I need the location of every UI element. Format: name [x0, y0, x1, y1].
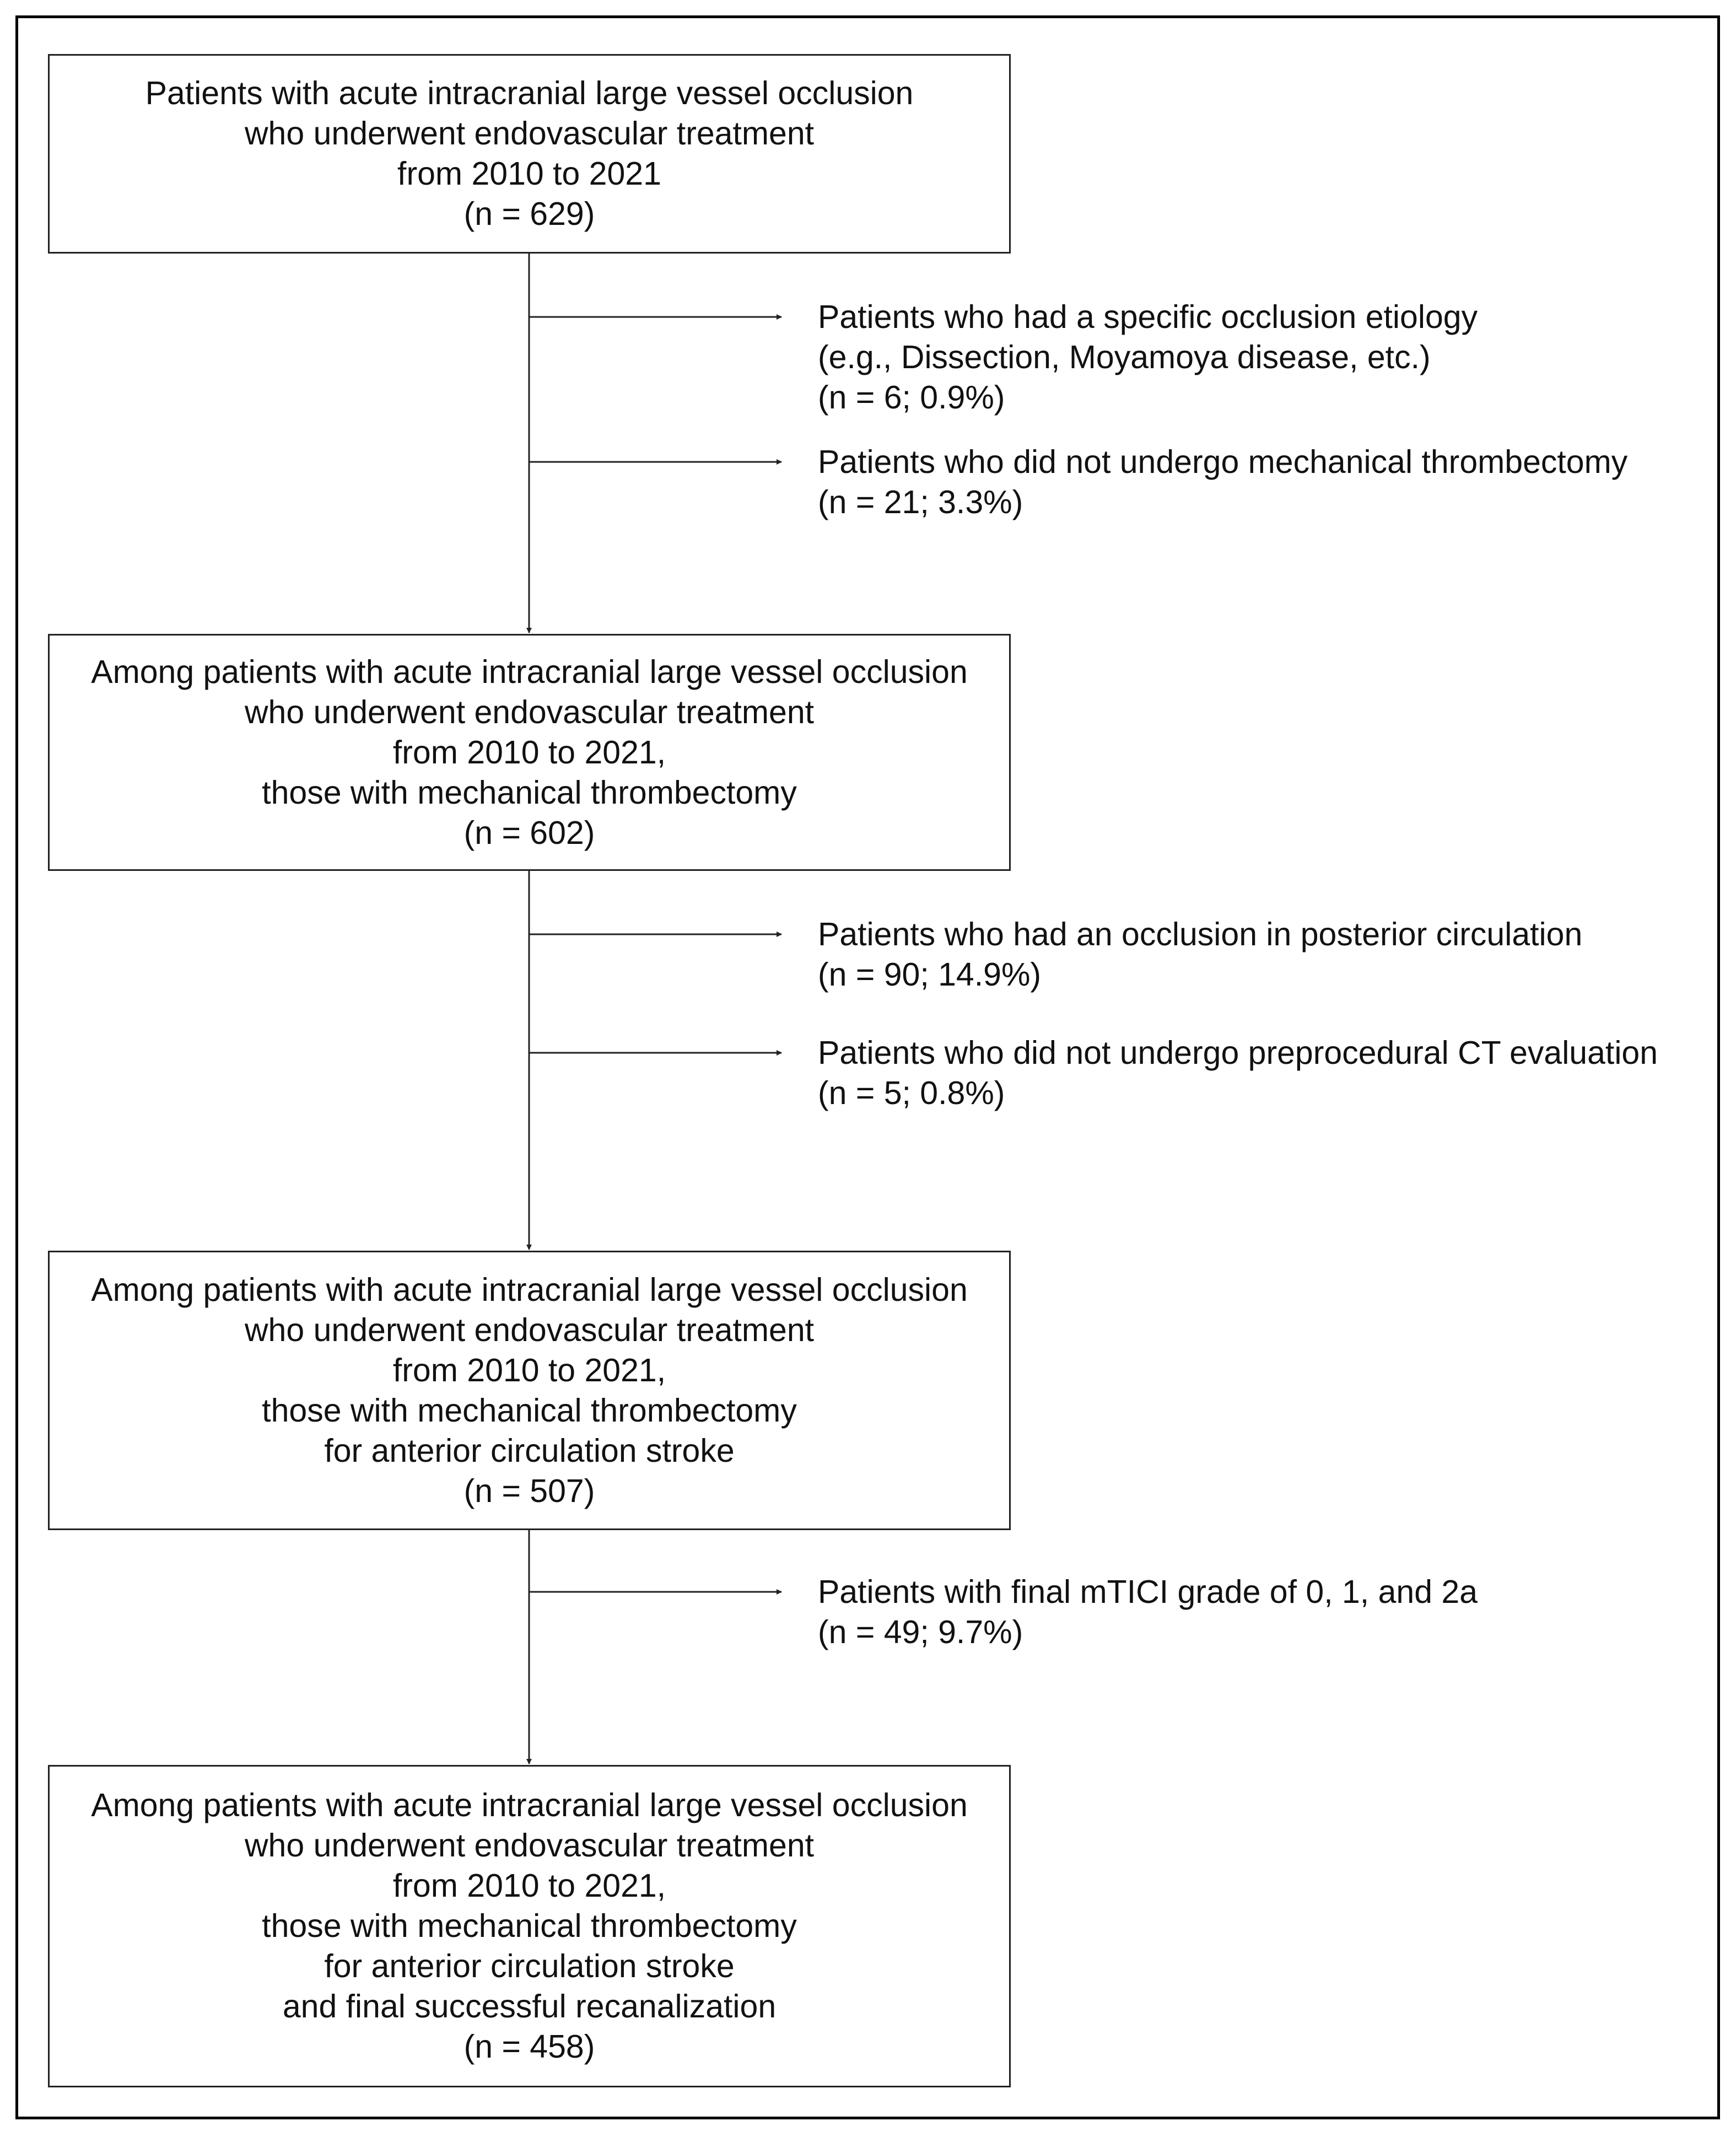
box-text-line: those with mechanical thrombectomy	[262, 774, 797, 811]
box-text-line: for anterior circulation stroke	[324, 1432, 735, 1469]
box-count: (n = 507)	[463, 1472, 595, 1509]
box-text-line: from 2010 to 2021,	[392, 734, 666, 771]
exclusion-count: (n = 6; 0.9%)	[818, 379, 1005, 416]
box-text-line: who underwent endovascular treatment	[244, 693, 815, 730]
exclusion-count: (n = 49; 9.7%)	[818, 1614, 1023, 1650]
exclusion-no-ct-evaluation: Patients who did not undergo preprocedur…	[818, 1033, 1658, 1113]
box-text-line: Among patients with acute intracranial l…	[91, 653, 968, 690]
box-text-line: who underwent endovascular treatment	[244, 1311, 815, 1348]
box-text-line: from 2010 to 2021,	[392, 1867, 666, 1904]
exclusion-text-line: Patients who did not undergo preprocedur…	[818, 1035, 1658, 1071]
box-text-line: those with mechanical thrombectomy	[262, 1392, 797, 1429]
box-text-line: Patients with acute intracranial large v…	[145, 75, 914, 111]
exclusion-text-line: Patients with final mTICI grade of 0, 1,…	[818, 1574, 1478, 1610]
box-text-line: Among patients with acute intracranial l…	[91, 1787, 968, 1823]
exclusion-posterior-circulation: Patients who had an occlusion in posteri…	[818, 914, 1582, 995]
exclusion-no-thrombectomy: Patients who did not undergo mechanical …	[818, 442, 1627, 523]
box-count: (n = 629)	[463, 196, 595, 232]
box-text-line: who underwent endovascular treatment	[244, 115, 815, 152]
exclusion-count: (n = 5; 0.8%)	[818, 1075, 1005, 1111]
box-text-line: Among patients with acute intracranial l…	[91, 1271, 968, 1308]
exclusion-text-line: (e.g., Dissection, Moyamoya disease, etc…	[818, 339, 1431, 375]
box-text-line: those with mechanical thrombectomy	[262, 1908, 797, 1944]
box-text-line: who underwent endovascular treatment	[244, 1827, 815, 1864]
flow-box-initial-cohort: Patients with acute intracranial large v…	[48, 54, 1011, 254]
exclusion-count: (n = 90; 14.9%)	[818, 956, 1042, 993]
box-count: (n = 602)	[463, 814, 595, 851]
exclusion-mtici-grade: Patients with final mTICI grade of 0, 1,…	[818, 1572, 1478, 1652]
figure-frame	[15, 15, 1720, 2119]
exclusion-text-line: Patients who did not undergo mechanical …	[818, 444, 1628, 480]
box-text-line: from 2010 to 2021,	[392, 1352, 666, 1388]
box-count: (n = 458)	[463, 2028, 595, 2065]
flow-box-thrombectomy-cohort: Among patients with acute intracranial l…	[48, 634, 1011, 871]
exclusion-text-line: Patients who had a specific occlusion et…	[818, 299, 1478, 335]
flow-box-final-cohort: Among patients with acute intracranial l…	[48, 1765, 1011, 2087]
exclusion-specific-etiology: Patients who had a specific occlusion et…	[818, 297, 1478, 418]
flow-box-anterior-circulation-cohort: Among patients with acute intracranial l…	[48, 1251, 1011, 1530]
box-text-line: and final successful recanalization	[282, 1988, 777, 2025]
box-text-line: for anterior circulation stroke	[324, 1948, 735, 1984]
exclusion-count: (n = 21; 3.3%)	[818, 484, 1023, 520]
box-text-line: from 2010 to 2021	[397, 155, 661, 192]
exclusion-text-line: Patients who had an occlusion in posteri…	[818, 916, 1583, 952]
